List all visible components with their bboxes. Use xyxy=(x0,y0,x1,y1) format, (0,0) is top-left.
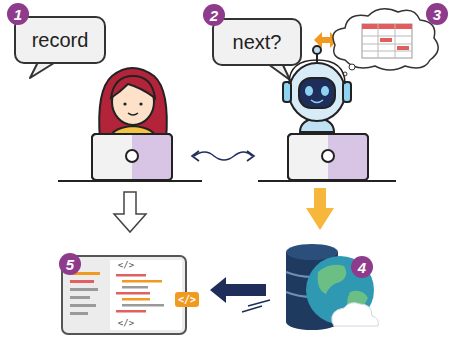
code-badge: </> xyxy=(175,292,199,307)
fetch-arrow xyxy=(210,277,270,312)
callout-number: 4 xyxy=(351,256,373,278)
code-editor xyxy=(62,256,186,334)
bubble-text: next? xyxy=(233,31,282,54)
callout-number: 3 xyxy=(426,3,448,25)
thought-cloud xyxy=(333,9,438,76)
callout-number: 2 xyxy=(203,4,225,26)
record-arrow xyxy=(114,192,146,232)
code-tag: </> xyxy=(117,318,135,328)
callout-number: 1 xyxy=(7,3,29,25)
store-arrow xyxy=(306,188,334,230)
laptop xyxy=(58,134,202,181)
speech-bubble: record xyxy=(14,16,106,64)
callout-number: 5 xyxy=(59,253,81,275)
woman-figure xyxy=(99,68,167,140)
bubble-text: record xyxy=(32,29,89,52)
speech-bubble: next? xyxy=(212,18,302,66)
database-globe xyxy=(286,244,378,330)
laptop xyxy=(258,134,396,181)
code-tag: </> xyxy=(117,260,135,270)
bubble-tail xyxy=(30,62,54,78)
sync-arrow xyxy=(192,151,254,161)
